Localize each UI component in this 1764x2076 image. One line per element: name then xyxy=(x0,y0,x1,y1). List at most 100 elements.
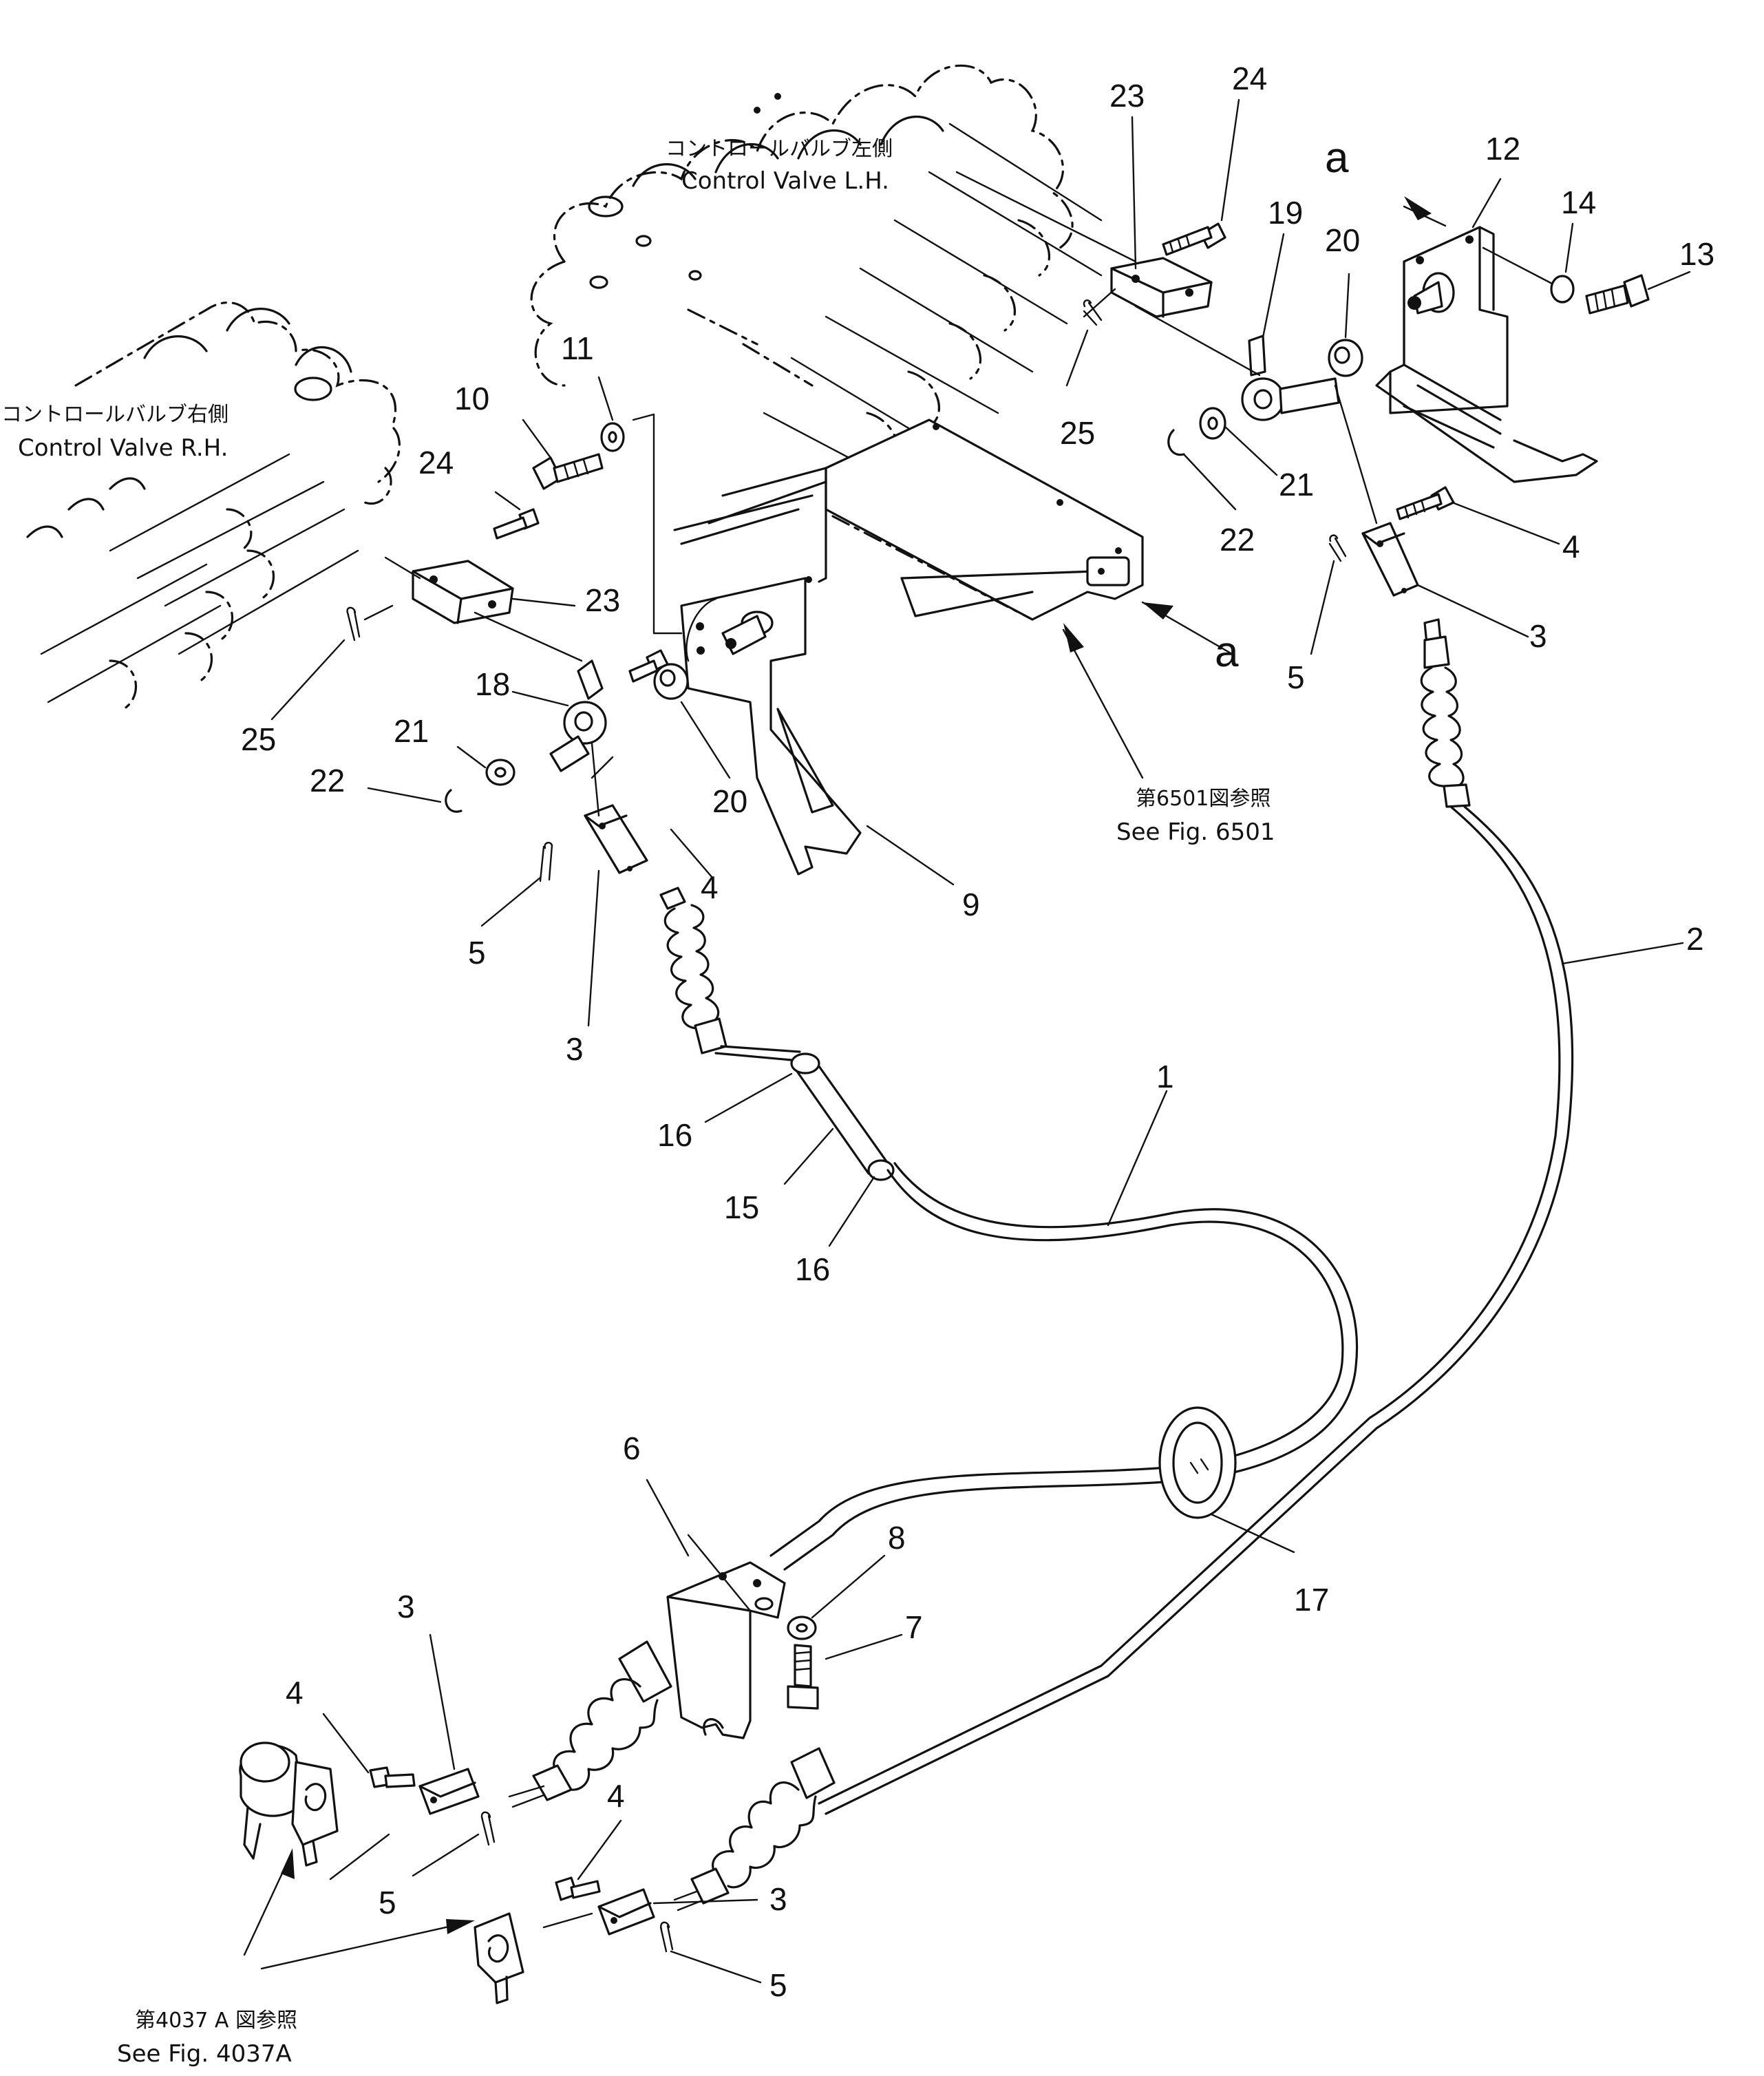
control-valve-lh-label-jp: コントロールバルブ左側 xyxy=(666,137,893,161)
block-23-upper xyxy=(1110,257,1213,318)
control-valve-lh-outline xyxy=(530,64,1103,483)
block-23-left xyxy=(412,560,514,624)
ref-6501-label-en: See Fig. 6501 xyxy=(1116,818,1275,846)
control-valve-rh-label-jp: コントロールバルブ右側 xyxy=(1,403,229,427)
washer-14 xyxy=(1550,275,1575,304)
ref-6501-label-jp: 第6501図参照 xyxy=(1136,787,1271,811)
bracket-6 xyxy=(666,1561,786,1739)
callout-12: 12 xyxy=(1485,131,1520,167)
callout-5-lower-left: 5 xyxy=(379,1885,396,1920)
callout-16-lower: 16 xyxy=(795,1251,830,1287)
bolt-4-lower-middle xyxy=(555,1876,601,1901)
callout-6: 6 xyxy=(623,1430,641,1466)
washer-8 xyxy=(787,1616,817,1640)
solenoid-assembly-lower xyxy=(474,1912,524,2004)
solenoid-assembly-upper xyxy=(239,1741,339,1867)
cotter-pin-25-left xyxy=(346,606,361,642)
callout-20-upper: 20 xyxy=(1325,222,1360,258)
callout-3-upper-right: 3 xyxy=(1529,618,1547,654)
callout-23-upper: 23 xyxy=(1109,78,1145,114)
callout-4-left: 4 xyxy=(701,869,719,905)
callout-14: 14 xyxy=(1561,184,1596,220)
callout-3-lower-left: 3 xyxy=(397,1589,415,1624)
callout-11: 11 xyxy=(561,330,594,366)
bolt-24-left xyxy=(493,508,540,540)
callout-18: 18 xyxy=(475,666,510,702)
control-valve-rh-label-en: Control Valve R.H. xyxy=(18,434,228,462)
callout-19: 19 xyxy=(1268,195,1303,231)
view-arrow-a-upper xyxy=(1403,196,1447,227)
callout-7: 7 xyxy=(905,1609,923,1645)
bushing-20-left xyxy=(653,663,689,700)
bolt-4-left xyxy=(628,649,669,683)
lever-bracket-assembly xyxy=(673,419,1144,876)
callout-25-upper: 25 xyxy=(1060,415,1095,451)
control-cable-1 xyxy=(508,887,1358,1808)
callout-5-upper-right: 5 xyxy=(1287,659,1305,695)
callout-15: 15 xyxy=(724,1189,759,1225)
callout-10: 10 xyxy=(454,381,489,416)
ref-arrow-6501 xyxy=(1062,623,1144,779)
ref-arrows-4037a xyxy=(243,1848,475,1970)
callout-4-upper-right: 4 xyxy=(1562,529,1580,564)
clevis-3-lower-middle xyxy=(597,1888,655,1936)
washer-21-left xyxy=(485,759,516,786)
cotter-pin-5-lower-middle xyxy=(659,1921,674,1953)
callout-24-left: 24 xyxy=(418,445,454,480)
callout-16-upper: 16 xyxy=(657,1117,692,1153)
callout-5-left: 5 xyxy=(468,935,486,971)
snap-ring-22-left xyxy=(445,789,463,813)
control-cable-2 xyxy=(818,618,1574,1815)
ref-4037a-label-jp: 第4037 A 図参照 xyxy=(135,2009,297,2033)
callout-13: 13 xyxy=(1679,236,1714,272)
clevis-3-upper-right xyxy=(1361,522,1419,597)
control-valve-lh-label-en: Control Valve L.H. xyxy=(681,167,889,195)
view-arrow-a-upper-label: a xyxy=(1325,134,1349,182)
callout-3-left: 3 xyxy=(566,1031,584,1067)
snap-ring-22-upper xyxy=(1167,429,1185,456)
callout-1: 1 xyxy=(1156,1059,1174,1094)
bushing-20-upper xyxy=(1328,339,1363,377)
washer-11 xyxy=(600,422,625,452)
callout-21-left: 21 xyxy=(394,713,429,749)
bolt-24-upper xyxy=(1162,222,1226,256)
bolt-10 xyxy=(532,453,604,490)
callout-4-lower-left: 4 xyxy=(286,1675,304,1710)
right-bracket-12 xyxy=(1375,226,1598,483)
leader-lines xyxy=(270,98,1691,1984)
callout-25-left: 25 xyxy=(241,721,276,757)
callout-21-upper: 21 xyxy=(1279,467,1314,502)
callout-24-upper: 24 xyxy=(1232,61,1267,96)
callout-5-lower-middle: 5 xyxy=(769,1967,787,2003)
cotter-pin-5-lower-left xyxy=(480,1811,496,1846)
bolt-4-lower-left xyxy=(369,1766,416,1788)
view-arrow-a-lower xyxy=(1141,601,1233,655)
washer-21-upper xyxy=(1199,407,1226,440)
callout-3-lower-middle: 3 xyxy=(769,1881,787,1917)
callout-8: 8 xyxy=(888,1520,906,1556)
ref-4037a-label-en: See Fig. 4037A xyxy=(117,2040,292,2068)
cotter-pin-5-left xyxy=(539,842,553,882)
callout-20-left: 20 xyxy=(712,783,747,819)
clevis-3-left xyxy=(584,804,648,874)
cotter-pin-25-upper xyxy=(1083,299,1103,326)
lever-18 xyxy=(549,659,607,772)
grommet-17 xyxy=(1158,1406,1237,1519)
clevis-3-lower-left xyxy=(418,1768,480,1815)
callout-23-left: 23 xyxy=(585,582,620,618)
callout-22-left: 22 xyxy=(310,763,345,798)
callout-22-upper: 22 xyxy=(1220,522,1255,558)
view-arrow-a-lower-label: a xyxy=(1215,628,1239,676)
lever-19 xyxy=(1241,335,1340,421)
cable-2-lower-boot xyxy=(673,1747,836,1911)
callout-17: 17 xyxy=(1294,1582,1329,1618)
callout-2: 2 xyxy=(1686,921,1704,957)
callout-9: 9 xyxy=(962,887,980,922)
bolt-4-upper-right xyxy=(1396,486,1455,520)
bolt-7 xyxy=(787,1644,819,1710)
bolt-13 xyxy=(1585,274,1650,315)
cotter-pin-5-upper-right xyxy=(1328,534,1347,562)
callout-4-lower-middle: 4 xyxy=(607,1778,625,1814)
